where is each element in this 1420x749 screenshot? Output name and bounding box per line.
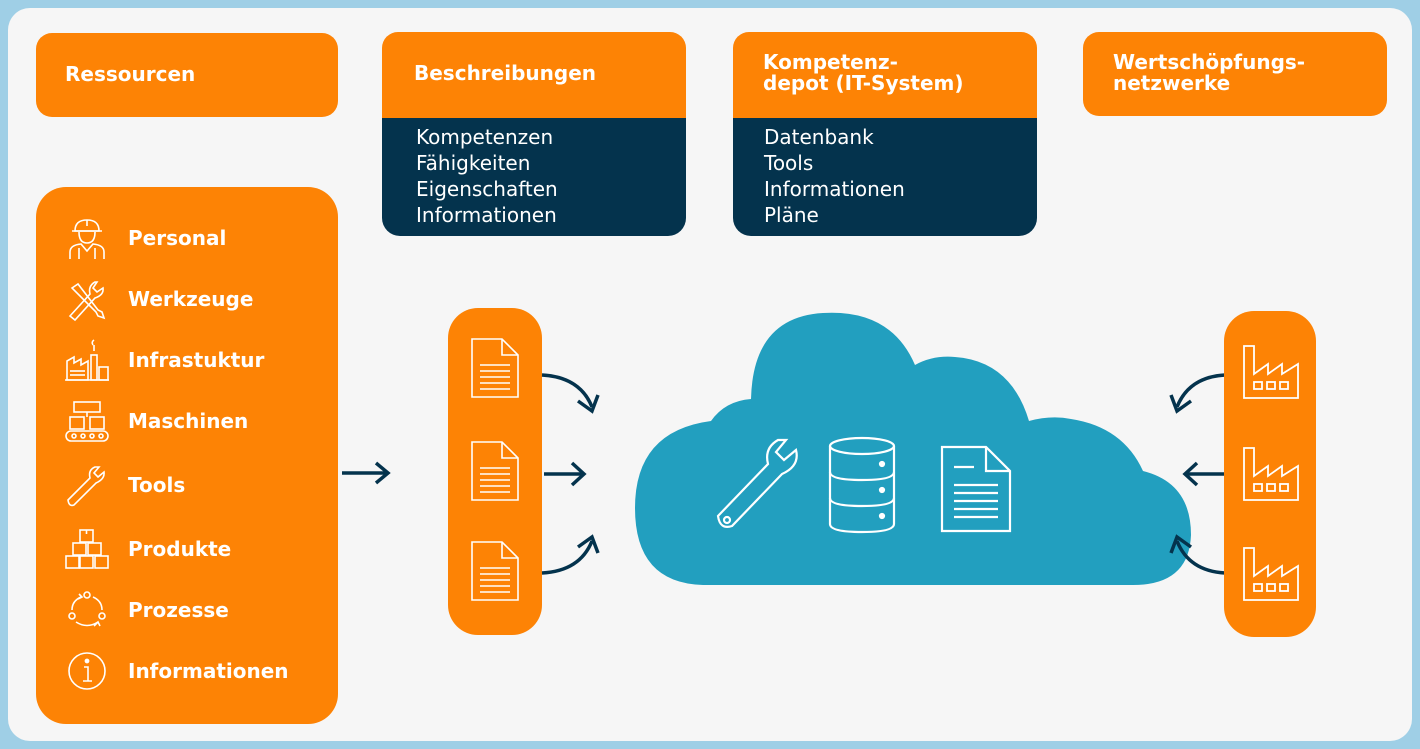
- list-item-label: Infrastuktur: [128, 348, 265, 372]
- info-icon: [68, 652, 106, 690]
- tools-icon: [68, 281, 106, 322]
- kompetenzdepot-item: Datenbank: [764, 125, 874, 149]
- factory-icon: [65, 339, 109, 381]
- list-item: Werkzeuge: [36, 274, 336, 324]
- document-icon: [471, 338, 519, 398]
- list-item-label: Informationen: [128, 659, 289, 683]
- arrows-from-factories: [1169, 373, 1226, 575]
- list-item: Informationen: [36, 646, 336, 696]
- kompetenzdepot-panel: Datenbank Tools Informationen Pläne: [733, 118, 1037, 236]
- beschreibungen-item: Fähigkeiten: [416, 151, 531, 175]
- documents-column: [448, 308, 542, 635]
- list-item: Maschinen: [36, 396, 336, 446]
- list-item-label: Maschinen: [128, 409, 249, 433]
- document-icon: [471, 441, 519, 501]
- kompetenzdepot-item: Informationen: [764, 177, 905, 201]
- wrench-icon: [716, 438, 798, 528]
- list-item: Personal: [36, 213, 336, 263]
- boxes-icon: [65, 529, 109, 569]
- ressourcen-list: Personal Werkzeuge Infrastuktur: [36, 187, 338, 724]
- header-ressourcen-title: Ressourcen: [65, 62, 196, 86]
- document-icon: [940, 445, 1012, 533]
- cloud-shape: [635, 312, 1191, 585]
- beschreibungen-item: Informationen: [416, 203, 557, 227]
- list-item-label: Produkte: [128, 537, 232, 561]
- list-item: Infrastuktur: [36, 335, 336, 385]
- factory-icon: [1243, 345, 1299, 399]
- machine-icon: [65, 401, 109, 442]
- diagram-canvas: Ressourcen Beschreibungen Kompetenzen Fä…: [8, 8, 1412, 741]
- wrench-icon: [67, 466, 105, 507]
- header-kompetenzdepot: Kompetenz- depot (IT-System): [733, 32, 1037, 118]
- beschreibungen-item: Eigenschaften: [416, 177, 558, 201]
- list-item: Prozesse: [36, 585, 336, 635]
- database-icon: [828, 436, 896, 534]
- beschreibungen-item: Kompetenzen: [416, 125, 554, 149]
- header-wertschoepfung: Wertschöpfungs- netzwerke: [1083, 32, 1387, 116]
- arrows-to-cloud: [541, 373, 600, 575]
- document-icon: [471, 541, 519, 601]
- list-item-label: Personal: [128, 226, 227, 250]
- list-item: Produkte: [36, 524, 336, 574]
- factory-icon: [1243, 447, 1299, 501]
- worker-icon: [69, 219, 105, 259]
- header-wertschoepfung-title: Wertschöpfungs- netzwerke: [1113, 50, 1306, 95]
- kompetenzdepot-item: Pläne: [764, 203, 819, 227]
- list-item: Tools: [36, 460, 336, 510]
- list-item-label: Tools: [128, 473, 186, 497]
- kompetenzdepot-item: Tools: [764, 151, 814, 175]
- header-kompetenzdepot-title: Kompetenz- depot (IT-System): [763, 50, 964, 95]
- arrow-right-icon: [342, 461, 391, 485]
- factory-icon: [1243, 547, 1299, 601]
- factories-column: [1224, 311, 1316, 637]
- list-item-label: Prozesse: [128, 598, 229, 622]
- header-beschreibungen: Beschreibungen: [382, 32, 686, 118]
- process-icon: [68, 591, 106, 627]
- header-beschreibungen-title: Beschreibungen: [414, 61, 597, 85]
- beschreibungen-panel: Kompetenzen Fähigkeiten Eigenschaften In…: [382, 118, 686, 236]
- list-item-label: Werkzeuge: [128, 287, 254, 311]
- header-ressourcen: Ressourcen: [36, 33, 338, 117]
